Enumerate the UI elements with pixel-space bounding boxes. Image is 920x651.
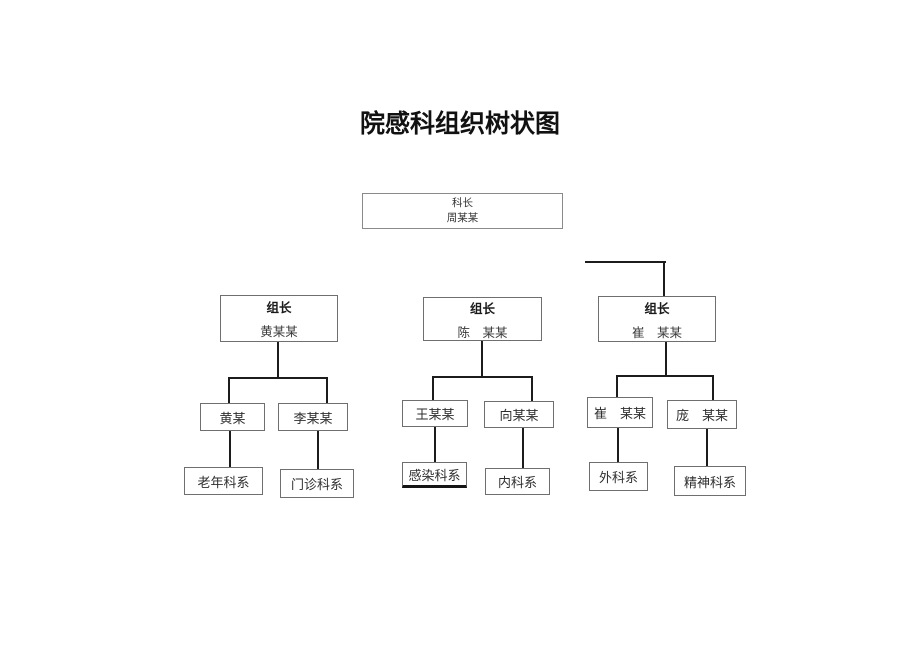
group2-role-label: 组长 <box>469 301 495 316</box>
director-name: 周某某 <box>446 213 479 224</box>
group1-drop-right-line <box>326 377 328 403</box>
group2-leader-name: 陈 某某 <box>457 325 508 340</box>
group2-dept-left-line <box>434 427 436 462</box>
group1-member2-name: 李某某 <box>293 410 333 426</box>
group2-dept2-name: 内科系 <box>497 475 537 490</box>
group1-dept1-name: 老年科系 <box>197 474 250 490</box>
group2-drop-right-line <box>531 376 533 401</box>
group2-dept1-box: 感染科系 <box>402 462 467 488</box>
group3-dept2-box: 精神科系 <box>674 466 746 496</box>
group2-stem-line <box>481 341 483 378</box>
group3-leader-box: 组长 崔 某某 <box>598 296 716 342</box>
group1-hbar-line <box>228 377 328 379</box>
group3-drop-left-line <box>616 375 618 397</box>
group3-dept-right-line <box>706 429 708 466</box>
group1-member1-box: 黄某 <box>200 403 265 431</box>
group1-stem-line <box>277 342 279 379</box>
group3-member1-box: 崔 某某 <box>587 397 653 428</box>
group3-dept1-box: 外科系 <box>589 462 648 491</box>
group3-role-label: 组长 <box>644 301 670 316</box>
group1-dept2-name: 门诊科系 <box>290 477 343 492</box>
orphan-connector-vline <box>663 261 665 296</box>
group3-dept-left-line <box>617 428 619 462</box>
group3-member2-name: 庞 某某 <box>675 408 728 423</box>
group2-member2-box: 向某某 <box>484 401 554 428</box>
group1-dept-left-line <box>229 431 231 467</box>
group3-hbar-line <box>616 375 714 377</box>
group3-member1-name: 崔 某某 <box>593 406 646 421</box>
group2-drop-left-line <box>432 376 434 400</box>
group2-dept1-name: 感染科系 <box>408 467 461 483</box>
group1-leader-name: 黄某某 <box>260 325 298 339</box>
group2-dept2-box: 内科系 <box>485 468 550 495</box>
group1-drop-left-line <box>228 377 230 403</box>
group1-dept-right-line <box>317 431 319 469</box>
orphan-connector-hline <box>585 261 666 263</box>
group1-member2-box: 李某某 <box>278 403 348 431</box>
director-box: 科长 周某某 <box>362 193 563 229</box>
group2-member1-box: 王某某 <box>402 400 468 427</box>
group3-dept2-name: 精神科系 <box>683 474 736 490</box>
group1-leader-box: 组长 黄某某 <box>220 295 338 342</box>
group1-member1-name: 黄某 <box>219 410 246 426</box>
group3-dept1-name: 外科系 <box>598 470 638 485</box>
group2-leader-box: 组长 陈 某某 <box>423 297 542 341</box>
group2-hbar-line <box>432 376 533 378</box>
group2-member2-name: 向某某 <box>499 408 539 423</box>
group1-role-label: 组长 <box>266 301 292 315</box>
group3-stem-line <box>665 342 667 377</box>
group3-leader-name: 崔 某某 <box>631 325 682 340</box>
group2-dept-right-line <box>522 428 524 468</box>
group3-member2-box: 庞 某某 <box>667 400 737 429</box>
page-title: 院感科组织树状图 <box>359 110 560 138</box>
director-role: 科长 <box>452 198 473 209</box>
group2-member1-name: 王某某 <box>415 407 455 422</box>
group1-dept1-box: 老年科系 <box>184 467 263 495</box>
group1-dept2-box: 门诊科系 <box>280 469 354 498</box>
group3-drop-right-line <box>712 375 714 400</box>
